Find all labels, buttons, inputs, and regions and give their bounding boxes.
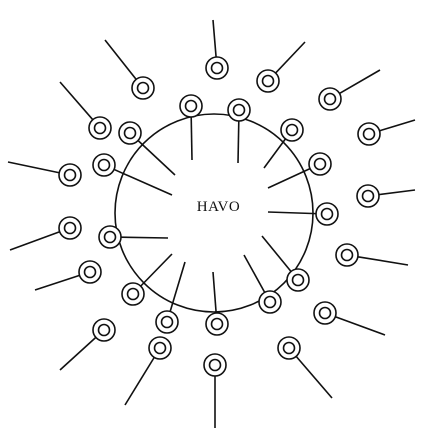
node-22 xyxy=(262,236,309,291)
node-5 xyxy=(357,185,415,207)
surrounding-nodes xyxy=(8,20,415,428)
node-tail-line xyxy=(170,262,185,311)
node-tail-line xyxy=(121,237,168,238)
node-29 xyxy=(119,122,175,175)
node-tail-line xyxy=(114,169,172,195)
node-tail-line xyxy=(268,169,310,188)
node-outer-ring xyxy=(309,153,331,175)
node-outer-ring xyxy=(319,88,341,110)
node-outer-ring xyxy=(281,119,303,141)
node-23 xyxy=(244,255,281,313)
node-outer-ring xyxy=(358,123,380,145)
node-outer-ring xyxy=(119,122,141,144)
node-tail-line xyxy=(141,254,172,286)
node-tail-line xyxy=(125,357,154,405)
node-14 xyxy=(8,162,81,186)
node-tail-line xyxy=(213,20,216,57)
node-24 xyxy=(206,272,228,335)
node-8 xyxy=(278,337,332,398)
node-tail-line xyxy=(105,40,136,79)
node-25 xyxy=(156,262,185,333)
node-outer-ring xyxy=(93,154,115,176)
node-tail-line xyxy=(191,117,192,160)
node-21 xyxy=(268,203,338,225)
node-tail-line xyxy=(10,232,60,250)
node-tail-line xyxy=(35,275,80,290)
node-outer-ring xyxy=(206,57,228,79)
node-tail-line xyxy=(296,356,332,398)
node-tail-line xyxy=(60,82,93,120)
node-tail-line xyxy=(379,190,415,195)
node-tail-line xyxy=(276,42,305,73)
node-outer-ring xyxy=(156,311,178,333)
node-13 xyxy=(10,217,81,250)
node-6 xyxy=(336,244,408,266)
node-tail-line xyxy=(380,120,415,131)
node-27 xyxy=(99,226,168,248)
node-tail-line xyxy=(358,257,408,265)
node-outer-ring xyxy=(79,261,101,283)
node-tail-line xyxy=(262,236,291,271)
node-tail-line xyxy=(213,272,216,313)
node-17 xyxy=(180,95,202,160)
node-outer-ring xyxy=(132,77,154,99)
node-7 xyxy=(314,302,385,335)
node-11 xyxy=(60,319,115,370)
node-10 xyxy=(125,337,171,405)
node-outer-ring xyxy=(59,217,81,239)
node-tail-line xyxy=(340,70,380,93)
node-outer-ring xyxy=(59,164,81,186)
node-20 xyxy=(268,153,331,188)
node-3 xyxy=(319,70,380,110)
node-4 xyxy=(358,120,415,145)
node-outer-ring xyxy=(122,283,144,305)
node-outer-ring xyxy=(316,203,338,225)
node-tail-line xyxy=(335,317,385,335)
node-outer-ring xyxy=(357,185,379,207)
node-tail-line xyxy=(268,212,316,214)
node-18 xyxy=(228,99,250,163)
node-outer-ring xyxy=(314,302,336,324)
node-15 xyxy=(60,82,111,139)
node-16 xyxy=(105,40,154,99)
node-outer-ring xyxy=(336,244,358,266)
node-outer-ring xyxy=(287,269,309,291)
node-tail-line xyxy=(244,255,265,292)
node-tail-line xyxy=(60,337,96,370)
node-12 xyxy=(35,261,101,290)
node-outer-ring xyxy=(180,95,202,117)
node-outer-ring xyxy=(204,354,226,376)
node-outer-ring xyxy=(228,99,250,121)
node-2 xyxy=(257,42,305,92)
node-outer-ring xyxy=(278,337,300,359)
node-tail-line xyxy=(264,139,285,168)
node-26 xyxy=(122,254,172,305)
node-outer-ring xyxy=(89,117,111,139)
node-outer-ring xyxy=(206,313,228,335)
node-1 xyxy=(206,20,228,79)
node-outer-ring xyxy=(93,319,115,341)
node-outer-ring xyxy=(99,226,121,248)
node-9 xyxy=(204,354,226,428)
node-outer-ring xyxy=(149,337,171,359)
node-tail-line xyxy=(138,141,175,175)
node-outer-ring xyxy=(259,291,281,313)
node-tail-line xyxy=(8,162,59,173)
node-tail-line xyxy=(238,121,239,163)
node-outer-ring xyxy=(257,70,279,92)
